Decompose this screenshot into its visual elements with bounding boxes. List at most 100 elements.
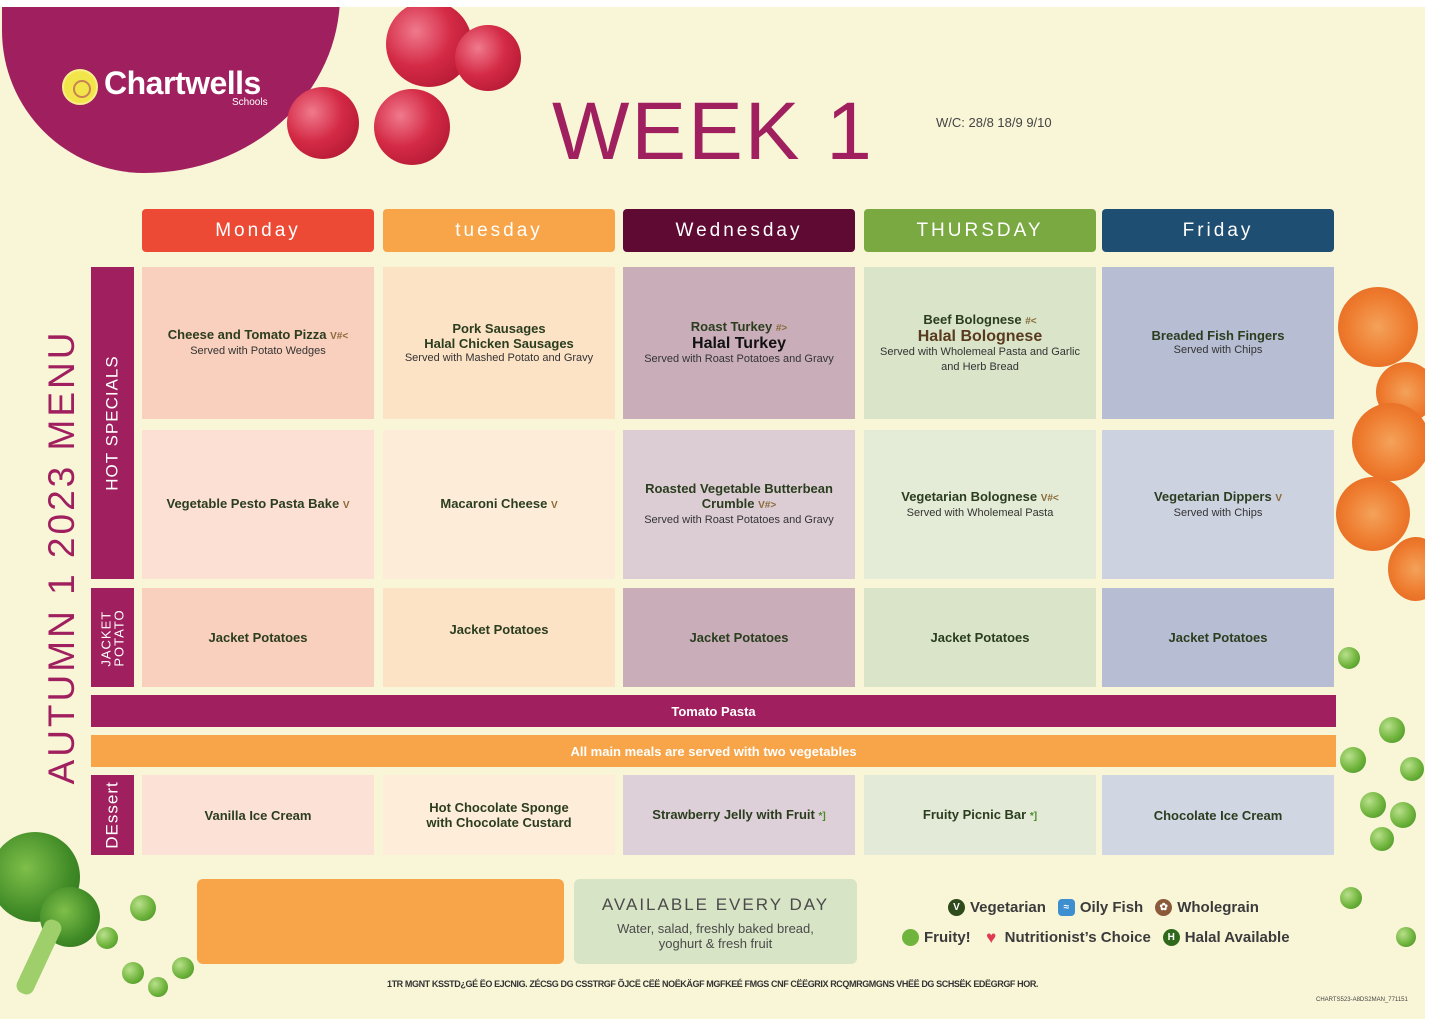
pea-image xyxy=(1338,647,1360,669)
dish-name: Pork Sausages xyxy=(452,320,546,336)
pea-image xyxy=(172,957,194,979)
dietary-icons: #< xyxy=(1025,315,1037,327)
menu-cell: Jacket Potatoes xyxy=(623,588,855,687)
fruity-icon: ● xyxy=(902,929,919,946)
brand-sub: Schools xyxy=(232,97,268,108)
menu-page: Chartwells Schools WEEK 1 W/C: 28/8 18/9… xyxy=(0,7,1425,1019)
menu-cell: Jacket Potatoes xyxy=(864,588,1096,687)
available-description: Water, salad, freshly baked bread, yoghu… xyxy=(617,921,814,951)
dish-note: Served with Potato Wedges xyxy=(190,345,326,357)
dish-name-halal: Halal Turkey xyxy=(692,335,786,352)
pea-image xyxy=(1340,747,1366,773)
menu-cell: Vegetable Pesto Pasta Bake V xyxy=(142,430,374,579)
available-title: AVAILABLE EVERY DAY xyxy=(601,895,830,914)
menu-cell: Vegetarian Dippers V Served with Chips xyxy=(1102,430,1334,579)
pea-image xyxy=(1390,802,1416,828)
pea-image xyxy=(122,962,144,984)
dietary-icons: V#< xyxy=(1040,492,1059,504)
pea-image xyxy=(1370,827,1394,851)
dietary-icons: *] xyxy=(1029,810,1038,822)
dish-name: Jacket Potatoes xyxy=(449,622,549,637)
pasta-band: Tomato Pasta xyxy=(91,695,1336,727)
row-label-dessert: DEssert xyxy=(91,775,134,855)
dish-name-halal: Halal Bolognese xyxy=(917,327,1043,345)
dish-name: Vanilla Ice Cream xyxy=(204,807,312,823)
dietary-icons: V#< xyxy=(330,331,349,342)
menu-cell: Jacket Potatoes xyxy=(142,588,374,687)
legend-label: Vegetarian xyxy=(970,899,1046,916)
footer-disclaimer: 1TR MGNT KSSTD¿GÉ ËO EJCNIG. ZÉCSG DG CS… xyxy=(386,979,1039,989)
dish-name: Hot Chocolate Sponge with Chocolate Cust… xyxy=(426,800,572,830)
menu-cell: Jacket Potatoes xyxy=(383,588,615,687)
vegetarian-icon: V xyxy=(948,899,965,916)
menu-cell: Breaded Fish Fingers Served with Chips xyxy=(1102,267,1334,419)
pea-image xyxy=(1379,717,1405,743)
raspberry-image xyxy=(287,87,359,159)
page-title: WEEK 1 xyxy=(552,86,874,177)
menu-cell: Vegetarian Bolognese V#< Served with Who… xyxy=(864,430,1096,579)
day-header-monday: Monday xyxy=(142,209,374,252)
oily-fish-icon: ≈ xyxy=(1057,899,1075,916)
dish-name: Roasted Vegetable Butterbean Crumble xyxy=(645,481,833,511)
menu-cell: Vanilla Ice Cream xyxy=(142,775,374,855)
dietary-icons: V xyxy=(1275,492,1283,504)
legend-label: Wholegrain xyxy=(1177,899,1259,916)
legend-label: Oily Fish xyxy=(1079,899,1144,916)
brand-name: Chartwells xyxy=(104,65,261,101)
dietary-icons: V#> xyxy=(758,500,777,511)
dish-name: Vegetarian Dippers xyxy=(1153,488,1272,504)
dish-note: Served with Wholemeal Pasta xyxy=(906,506,1054,519)
vegetables-band: All main meals are served with two veget… xyxy=(91,735,1336,767)
dish-name: Chocolate Ice Cream xyxy=(1153,807,1283,823)
dish-name: Beef Bolognese xyxy=(923,311,1022,327)
dietary-icons: #> xyxy=(775,323,788,334)
dish-name: Jacket Potatoes xyxy=(208,630,308,645)
dish-name: Breaded Fish Fingers xyxy=(1151,328,1285,343)
dish-note: Served with Chips xyxy=(1173,344,1263,356)
dish-note: Served with Wholemeal Pasta and Garlic a… xyxy=(880,345,1080,373)
menu-cell: Roasted Vegetable Butterbean Crumble V#>… xyxy=(623,430,855,579)
pea-image xyxy=(1360,792,1386,818)
dish-name: Cheese and Tomato Pizza xyxy=(167,327,327,342)
menu-cell: Pork Sausages Halal Chicken Sausages Ser… xyxy=(383,267,615,419)
pea-image xyxy=(96,927,118,949)
dish-note: Served with Roast Potatoes and Gravy xyxy=(644,514,834,526)
menu-cell: Roast Turkey #> Halal Turkey Served with… xyxy=(623,267,855,419)
menu-cell: Jacket Potatoes xyxy=(1102,588,1334,687)
legend-row-1: V Vegetarian ≈Oily Fish ✿Wholegrain xyxy=(948,899,1259,916)
menu-cell: Fruity Picnic Bar *] xyxy=(864,775,1096,855)
chartwells-logo-icon xyxy=(62,69,98,105)
available-every-day-panel: AVAILABLE EVERY DAY Water, salad, freshl… xyxy=(574,879,857,964)
legend-item: ●Fruity! xyxy=(902,929,971,946)
dish-name: Vegetable Pesto Pasta Bake xyxy=(166,496,340,511)
carrot-slice-image xyxy=(1388,537,1425,601)
legend-label: Halal Available xyxy=(1184,929,1290,946)
dish-name: Jacket Potatoes xyxy=(1168,630,1268,645)
legend-item: ≈Oily Fish xyxy=(1057,899,1144,916)
legend-item: ✿Wholegrain xyxy=(1155,899,1259,916)
carrot-slice-image xyxy=(1336,477,1410,551)
legend-label: Nutritionist’s Choice xyxy=(1004,929,1151,946)
pea-image xyxy=(1396,927,1416,947)
menu-cell: Chocolate Ice Cream xyxy=(1102,775,1334,855)
dish-name: Fruity Picnic Bar xyxy=(922,806,1027,822)
dish-name: Strawberry Jelly with Fruit xyxy=(652,806,815,822)
dietary-icons: V xyxy=(550,500,558,511)
dish-note: Served with Roast Potatoes and Gravy xyxy=(644,353,834,365)
pea-image xyxy=(1340,887,1362,909)
menu-cell: Beef Bolognese #< Halal Bolognese Served… xyxy=(864,267,1096,419)
dietary-icons: V xyxy=(342,500,350,511)
wholegrain-icon: ✿ xyxy=(1155,899,1173,916)
menu-cell: Macaroni Cheese V xyxy=(383,430,615,579)
row-label-hot-specials: HOT SPECIALS xyxy=(91,267,134,579)
menu-season-title: AUTUMN 1 2023 MENU xyxy=(41,329,82,785)
day-header-tuesday: tuesday xyxy=(383,209,615,252)
week-commencing-dates: W/C: 28/8 18/9 9/10 xyxy=(936,115,1052,130)
nutritionist-heart-icon: ♥ xyxy=(986,927,997,947)
pea-image xyxy=(148,977,168,997)
legend-item: ♥ Nutritionist’s Choice xyxy=(983,927,1151,947)
dish-note: Served with Mashed Potato and Gravy xyxy=(404,351,594,364)
day-header-wednesday: Wednesday xyxy=(623,209,855,252)
row-label-jacket-potato: JACKET POTATO xyxy=(91,588,134,687)
